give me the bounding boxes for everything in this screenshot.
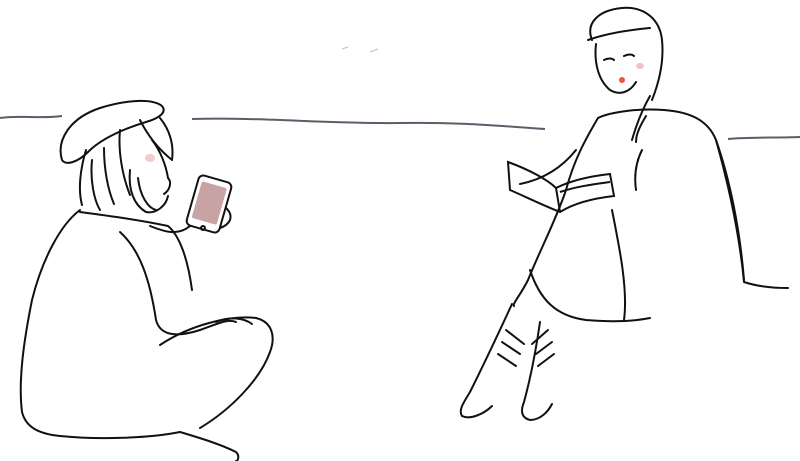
man-beard <box>128 169 169 214</box>
woman-headband <box>587 27 651 41</box>
phone <box>185 174 233 234</box>
man-back <box>79 211 193 291</box>
man-legs <box>159 316 274 461</box>
woman-figure <box>459 6 789 421</box>
horizon-right <box>727 136 800 140</box>
horizon-left <box>0 115 63 119</box>
woman-laces <box>497 329 555 367</box>
man-cheek <box>145 154 155 162</box>
sky-mark <box>341 46 379 53</box>
woman-support-arm <box>715 139 789 289</box>
woman-eyes <box>603 53 635 61</box>
woman-arm <box>519 149 577 185</box>
woman-braid <box>631 95 651 191</box>
man-figure <box>19 99 274 461</box>
phone-button <box>200 225 206 231</box>
phone-screen <box>192 181 227 225</box>
woman-body <box>597 108 745 281</box>
woman-hair <box>589 6 664 101</box>
book <box>506 160 616 214</box>
woman-face <box>594 43 637 94</box>
woman-cheek <box>636 63 644 69</box>
woman-skirt <box>529 209 651 323</box>
man-hair <box>78 117 174 211</box>
book-pages <box>555 181 611 213</box>
man-arm <box>119 231 237 336</box>
man-face <box>151 139 172 195</box>
horizon-lines <box>0 46 800 140</box>
woman-lips <box>619 77 625 83</box>
horizon-middle <box>191 117 546 130</box>
man-body <box>19 209 181 440</box>
book-cover <box>506 160 616 214</box>
man-beret <box>59 99 165 164</box>
woman-legs <box>459 303 553 421</box>
woman-torso <box>512 117 599 307</box>
man-knee <box>215 317 253 325</box>
